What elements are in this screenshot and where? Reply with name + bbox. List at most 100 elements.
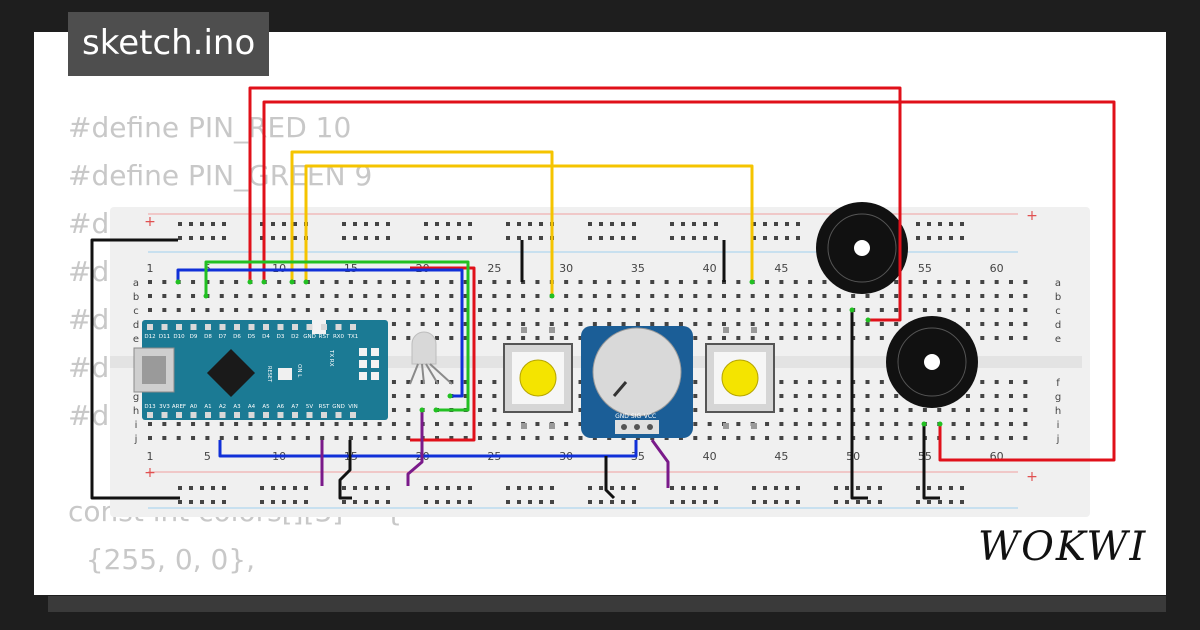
breadboard-hole <box>965 436 970 440</box>
wire-end <box>849 307 855 313</box>
breadboard-hole <box>822 336 827 340</box>
pin-label: D8 <box>204 334 212 340</box>
rail-hole <box>539 500 543 504</box>
breadboard-hole <box>148 436 152 440</box>
breadboard-hole <box>463 436 468 440</box>
wire-end <box>749 279 755 285</box>
code-line: #d <box>68 207 110 240</box>
breadboard-hole <box>478 422 483 426</box>
breadboard-hole <box>291 436 296 440</box>
breadboard-hole <box>578 336 583 340</box>
breadboard-hole <box>248 294 253 298</box>
pin-label: 3V3 <box>159 404 170 410</box>
card-shadow <box>48 596 1166 612</box>
rail-hole <box>222 236 226 240</box>
breadboard-hole <box>535 422 540 426</box>
breadboard-hole <box>305 308 310 312</box>
rail-hole <box>785 500 789 504</box>
breadboard-hole <box>1023 294 1028 298</box>
breadboard-hole <box>865 380 870 384</box>
breadboard-hole <box>191 308 196 312</box>
breadboard-hole <box>320 436 325 440</box>
rail-hole <box>785 486 789 490</box>
breadboard-hole <box>420 280 425 284</box>
sketch-tab-title[interactable]: sketch.ino <box>68 12 270 76</box>
column-label: 45 <box>774 262 788 275</box>
pin-label: A7 <box>291 404 299 410</box>
breadboard-hole <box>521 322 526 326</box>
breadboard-hole <box>722 436 726 440</box>
breadboard-hole <box>664 322 669 326</box>
code-line: {0, 255, 0}, <box>68 584 402 595</box>
breadboard-hole <box>463 394 468 398</box>
rail-hole <box>588 486 592 490</box>
wire-end <box>921 421 927 427</box>
rail-hole <box>588 222 592 226</box>
breadboard-hole <box>693 380 698 384</box>
rail-hole <box>927 500 931 504</box>
breadboard-hole <box>650 294 655 298</box>
column-label: 1 <box>147 262 154 275</box>
breadboard-hole <box>1023 322 1028 326</box>
breadboard-hole <box>219 280 224 284</box>
breadboard-hole <box>779 294 784 298</box>
breadboard-hole <box>363 422 368 426</box>
breadboard-hole <box>162 308 167 312</box>
breadboard-hole <box>607 294 612 298</box>
breadboard-hole <box>635 322 640 326</box>
gnd-pad <box>312 320 326 334</box>
rail-hole <box>271 222 275 226</box>
breadboard-hole <box>879 436 884 440</box>
breadboard-hole <box>793 394 798 398</box>
wire-end <box>303 279 309 285</box>
wire-black <box>850 310 868 500</box>
breadboard-hole <box>521 308 526 312</box>
breadboard-hole <box>420 394 425 398</box>
breadboard-hole <box>865 408 870 412</box>
header-pin <box>306 412 313 418</box>
breadboard-hole <box>994 422 999 426</box>
breadboard-hole <box>492 308 497 312</box>
breadboard-hole <box>736 294 741 298</box>
pot-pin-label: VCC <box>644 413 656 420</box>
breadboard-hole <box>578 380 583 384</box>
rail-hole <box>681 236 685 240</box>
row-label: b <box>133 292 139 303</box>
header-pin <box>350 412 356 418</box>
rail-hole <box>189 222 193 226</box>
breadboard-hole <box>779 422 784 426</box>
icsp-pin <box>359 348 367 356</box>
breadboard-hole <box>363 308 368 312</box>
button-leg <box>521 423 527 429</box>
header-pin <box>205 412 211 418</box>
wire-end <box>247 279 253 285</box>
breadboard-hole <box>521 436 526 440</box>
breadboard-hole <box>664 308 669 312</box>
rail-hole <box>386 486 390 490</box>
breadboard-hole <box>994 380 999 384</box>
breadboard-hole <box>836 308 841 312</box>
breadboard-hole <box>808 422 813 426</box>
breadboard-hole <box>736 336 741 340</box>
rail-hole <box>468 500 472 504</box>
breadboard-hole <box>549 308 554 312</box>
breadboard-hole <box>449 422 454 426</box>
rail-hole <box>703 486 707 490</box>
breadboard-hole <box>994 322 999 326</box>
rail-hole <box>271 500 275 504</box>
rail-hole <box>763 236 767 240</box>
rail-hole <box>632 486 636 490</box>
breadboard-hole <box>191 422 196 426</box>
buzzer-ring <box>827 213 897 283</box>
breadboard-hole <box>894 408 899 412</box>
rail-hole <box>528 500 532 504</box>
breadboard-hole <box>492 422 497 426</box>
breadboard-hole <box>865 322 870 326</box>
pin-label: D2 <box>291 334 299 340</box>
breadboard-hole <box>463 422 468 426</box>
rail-hole <box>867 486 871 490</box>
header-pin <box>205 324 211 330</box>
breadboard-hole <box>822 280 827 284</box>
pin-label: A4 <box>248 404 256 410</box>
